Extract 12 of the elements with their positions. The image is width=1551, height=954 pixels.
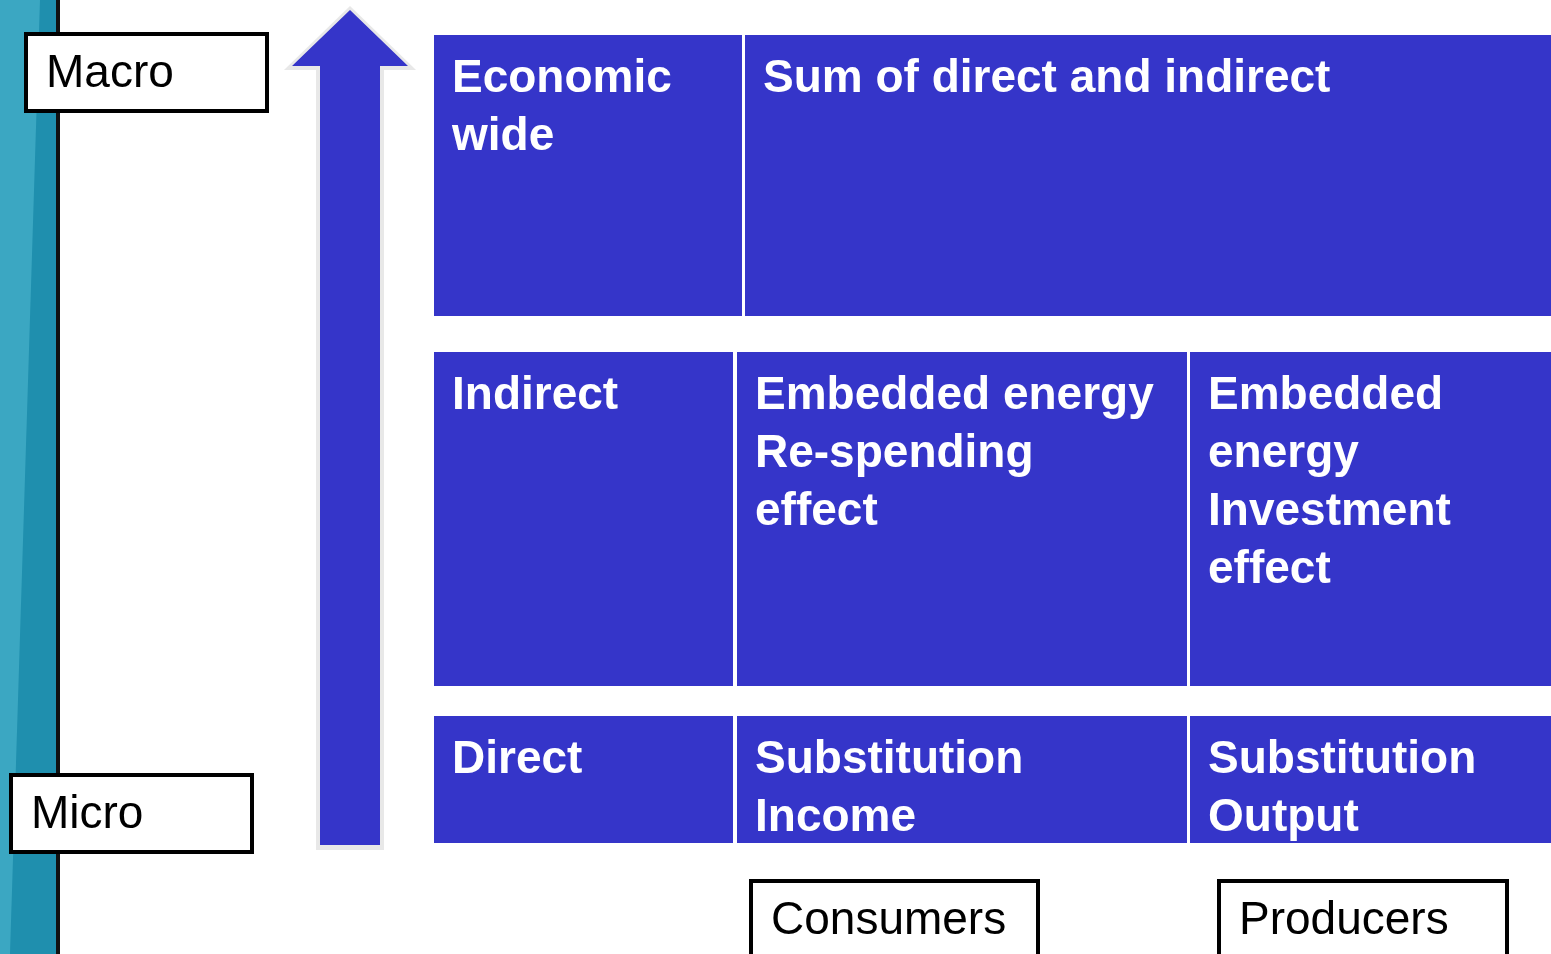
table-cell: Substitution Income bbox=[737, 716, 1187, 843]
table-cell: Indirect bbox=[434, 352, 733, 686]
table-cell: Embedded energy Investment effect bbox=[1190, 352, 1551, 686]
column-label: Producers bbox=[1217, 879, 1509, 954]
table-cell: Embedded energy Re-spending effect bbox=[737, 352, 1187, 686]
column-label: Consumers bbox=[749, 879, 1040, 954]
scale-label: Macro bbox=[24, 32, 269, 113]
scale-label: Micro bbox=[9, 773, 254, 854]
table-cell: Economic wide bbox=[434, 35, 742, 316]
table-cell: Direct bbox=[434, 716, 733, 843]
table-cell: Substitution Output bbox=[1190, 716, 1551, 843]
table-cell: Sum of direct and indirect bbox=[745, 35, 1551, 316]
